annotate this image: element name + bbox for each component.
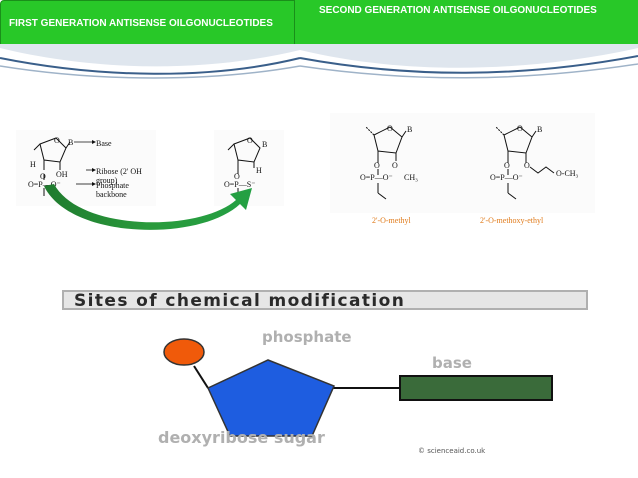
- second-gen-structures-panel: O B O O O=P—O⁻ CH₃ O B O O O=P—O⁻ O-CH₃: [330, 113, 595, 213]
- credit-text: © scienceaid.co.uk: [418, 447, 486, 455]
- conversion-arrow: [44, 184, 252, 230]
- header-swoosh-decoration: [0, 44, 638, 79]
- banner-title: Sites of chemical modification: [74, 291, 406, 311]
- methyl-linker-oxygen: O: [374, 161, 380, 170]
- moe-phosphate-group: O=P—O⁻: [490, 173, 523, 182]
- first-generation-title: FIRST GENERATION ANTISENSE OILGONUCLEOTI…: [9, 18, 273, 29]
- modification-banner: Sites of chemical modification: [62, 290, 588, 311]
- moe-2-oxygen: O: [524, 161, 530, 170]
- thio-base-atom-B: B: [262, 140, 268, 149]
- base-rectangle: [399, 375, 553, 401]
- phosphate-label: phosphate: [262, 328, 352, 346]
- first-gen-structure-panel: O B H OH O O=P—O⁻ Base Ribose (2' OH gro…: [16, 130, 156, 206]
- second-generation-header: SECOND GENERATION ANTISENSE OILGONUCLEOT…: [294, 0, 638, 46]
- thio-hydrogen-atom: H: [256, 166, 262, 175]
- methyl-ch3-group: CH₃: [404, 173, 418, 182]
- phosphate-group: O=P—O⁻: [28, 180, 61, 189]
- hydroxyl-group: OH: [56, 170, 68, 179]
- base-atom-B: B: [68, 138, 74, 147]
- methyl-base-atom-B: B: [407, 125, 413, 134]
- thio-linker-oxygen: O: [234, 172, 240, 181]
- methyl-phosphate-group: O=P—O⁻: [360, 173, 393, 182]
- methyl-ring-oxygen: O: [387, 124, 393, 133]
- methyl-label: 2'-O-methyl: [372, 216, 411, 225]
- moe-och3-group: O-CH₃: [556, 169, 579, 178]
- ring-oxygen: O: [54, 136, 60, 145]
- nucleotide-schematic: [163, 338, 553, 437]
- deoxyribose-pentagon: [207, 359, 336, 437]
- thio-phosphate-group: O=P—S⁻: [224, 180, 256, 189]
- thio-ring-oxygen: O: [247, 136, 253, 145]
- second-generation-title: SECOND GENERATION ANTISENSE OILGONUCLEOT…: [319, 5, 597, 16]
- methyl-2-oxygen: O: [392, 161, 398, 170]
- moe-linker-oxygen: O: [504, 161, 510, 170]
- moe-base-atom-B: B: [537, 125, 543, 134]
- phosphate-connector: [193, 365, 209, 389]
- methoxyethyl-label: 2'-O-methoxy-ethyl: [480, 216, 544, 225]
- legend-phosphate-backbone: Phosphate backbone: [96, 181, 129, 199]
- linker-oxygen: O: [40, 172, 46, 181]
- phosphorothioate-structure: [227, 137, 261, 196]
- phosphodiester-structure: [33, 137, 96, 196]
- base-label: base: [432, 354, 472, 372]
- second-gen-structures: [365, 126, 555, 200]
- legend-ribose: Ribose (2' OH group): [96, 167, 142, 185]
- moe-ring-oxygen: O: [517, 124, 523, 133]
- sugar-label: deoxyribose sugar: [158, 428, 325, 447]
- hydrogen-atom: H: [30, 160, 36, 169]
- first-generation-header: FIRST GENERATION ANTISENSE OILGONUCLEOTI…: [0, 0, 302, 48]
- legend-base: Base: [96, 139, 112, 148]
- phosphate-circle: [163, 338, 205, 366]
